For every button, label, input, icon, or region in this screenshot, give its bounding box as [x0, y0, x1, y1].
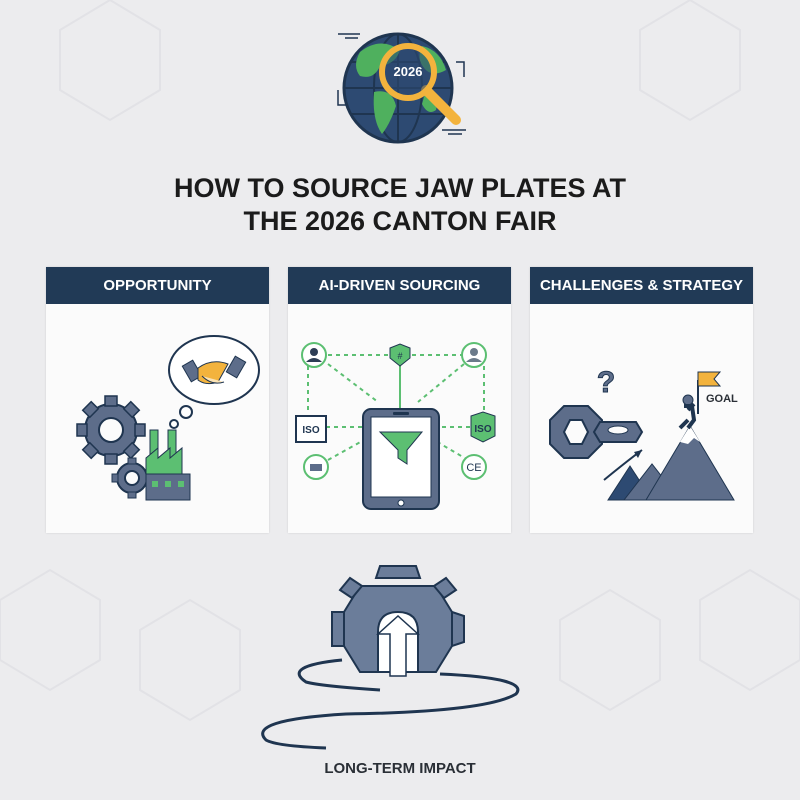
globe-year-badge: 2026	[393, 64, 423, 79]
gear-icon-small	[111, 457, 153, 499]
mountain-goal-icon	[607, 371, 735, 501]
gear-icon	[549, 405, 603, 459]
svg-text:ISO: ISO	[302, 425, 319, 436]
svg-text:GOAL: GOAL	[706, 393, 738, 405]
factory-icon	[145, 429, 191, 501]
page-title: HOW TO SOURCE JAW PLATES AT THE 2026 CAN…	[173, 173, 626, 236]
svg-text:#: #	[397, 351, 402, 361]
nut-icon	[592, 421, 644, 443]
panel-ai-sourcing: AI-DRIVEN SOURCING # ISO ISO CE	[288, 267, 511, 533]
funnel-tablet-icon	[362, 408, 440, 510]
panel-title: AI-DRIVEN SOURCING	[288, 267, 511, 304]
opportunity-illustration	[76, 335, 260, 501]
globe-magnifier-icon	[337, 32, 466, 144]
panel-opportunity: OPPORTUNITY	[46, 267, 269, 533]
challenges-illustration: ? GOAL	[549, 366, 738, 501]
svg-text:CE: CE	[466, 462, 481, 474]
long-term-impact-gear-icon	[261, 565, 520, 750]
footer-label: LONG-TERM IMPACT	[324, 760, 476, 777]
gear-icon	[76, 395, 146, 465]
panel-title: CHALLENGES & STRATEGY	[530, 267, 753, 304]
handshake-icon	[181, 355, 247, 385]
svg-text:ISO: ISO	[474, 424, 491, 435]
panel-title: OPPORTUNITY	[46, 267, 269, 304]
panel-challenges: CHALLENGES & STRATEGY ? GOAL	[530, 267, 753, 533]
question-icon: ?	[597, 366, 615, 399]
ai-sourcing-illustration: # ISO ISO CE	[295, 342, 496, 510]
